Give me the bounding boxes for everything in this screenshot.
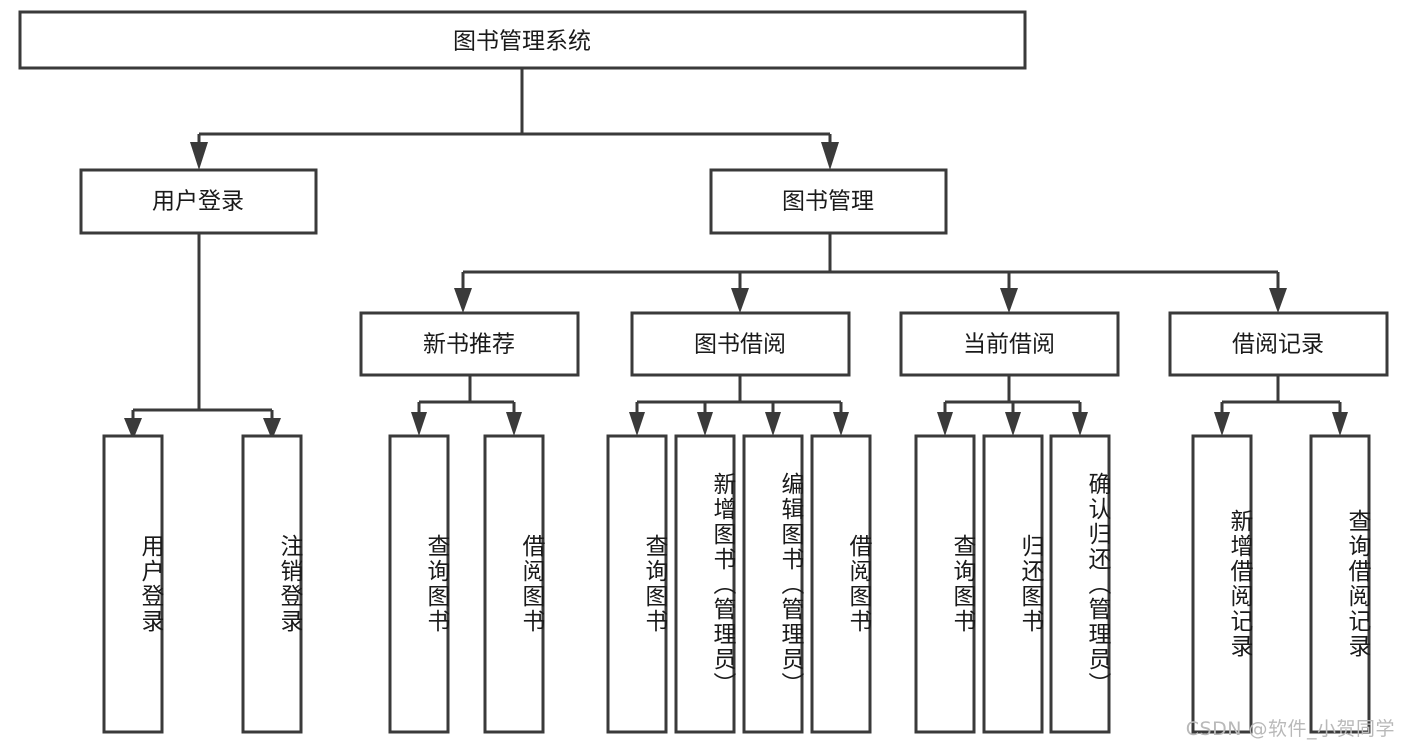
leaf-label-user-login-2: 注销登录 <box>276 534 302 634</box>
arrowheads-group <box>124 142 1348 440</box>
leaf-box-current-borrow-1[interactable] <box>914 434 976 734</box>
nodes-group: 图书管理系统 用户登录 图书管理 新书推荐 图书借阅 当前借阅 借阅记录 <box>18 10 1389 734</box>
arrowhead-borrow-l1 <box>629 412 645 436</box>
arrowhead-userlogin-b1 <box>124 418 142 440</box>
node-new-book-box[interactable] <box>359 311 580 377</box>
arrowhead-current-l3 <box>1072 412 1088 436</box>
leaf-label-current-borrow-2: 归还图书 <box>1017 534 1043 634</box>
node-current-borrow-box[interactable] <box>899 311 1120 377</box>
leaf-box-new-book-1[interactable] <box>388 434 450 734</box>
leaf-box-current-borrow-3[interactable] <box>1049 434 1111 734</box>
leaf-label-book-borrow-2: 新增图书（管理员） <box>709 471 735 697</box>
node-book-borrow-box[interactable] <box>630 311 851 377</box>
arrowhead-newbook <box>454 288 472 313</box>
node-book-mgmt-box[interactable] <box>709 168 948 235</box>
leaf-box-borrow-record-2[interactable] <box>1309 434 1371 734</box>
leaf-label-book-borrow-4: 借阅图书 <box>845 534 871 634</box>
leaf-box-book-borrow-1[interactable] <box>606 434 668 734</box>
leaf-label-book-borrow-1: 查询图书 <box>641 534 667 634</box>
leaf-label-current-borrow-3: 确认归还（管理员） <box>1084 471 1110 697</box>
node-new-book-label: 新书推荐 <box>423 332 515 358</box>
arrowhead-borrow-l4 <box>833 412 849 436</box>
leaf-label-new-book-1: 查询图书 <box>423 534 449 634</box>
node-root-box[interactable] <box>18 10 1027 70</box>
node-user-login-label: 用户登录 <box>152 189 244 215</box>
node-book-mgmt-label: 图书管理 <box>782 189 874 215</box>
leaf-box-new-book-2[interactable] <box>483 434 545 734</box>
leaf-box-book-borrow-3[interactable] <box>742 434 804 734</box>
arrowhead-borrow-l3 <box>765 412 781 436</box>
node-borrow-record-box[interactable] <box>1168 311 1389 377</box>
arrowhead-record-l1 <box>1214 412 1230 436</box>
arrowhead-userlogin-b2 <box>263 418 281 440</box>
leaf-label-new-book-2: 借阅图书 <box>518 534 544 634</box>
arrowhead-borrowrecord <box>1269 288 1287 313</box>
leaf-label-current-borrow-1: 查询图书 <box>949 534 975 634</box>
node-root-label: 图书管理系统 <box>453 29 591 55</box>
arrowhead-newbook-l2 <box>506 412 522 436</box>
arrowhead-to-user-login <box>190 142 208 170</box>
arrowhead-current-l1 <box>937 412 953 436</box>
arrowhead-newbook-l1 <box>411 412 427 436</box>
leaf-box-user-login-2[interactable] <box>241 434 303 734</box>
arrowhead-borrow-l2 <box>697 412 713 436</box>
arrowhead-current-l2 <box>1005 412 1021 436</box>
leaf-box-current-borrow-2[interactable] <box>982 434 1044 734</box>
leaf-label-borrow-record-2: 查询借阅记录 <box>1344 509 1370 659</box>
node-borrow-record-label: 借阅记录 <box>1232 332 1324 358</box>
arrowhead-record-l2 <box>1332 412 1348 436</box>
arrowhead-currentborrow <box>1000 288 1018 313</box>
edges-group <box>131 68 1342 418</box>
leaf-box-book-borrow-2[interactable] <box>674 434 736 734</box>
arrowhead-to-book-mgmt <box>821 142 839 170</box>
node-user-login-box[interactable] <box>79 168 318 235</box>
leaf-label-borrow-record-1: 新增借阅记录 <box>1226 509 1252 659</box>
node-book-borrow-label: 图书借阅 <box>694 332 786 358</box>
leaf-box-user-login-1[interactable] <box>102 434 164 734</box>
leaf-label-user-login-1: 用户登录 <box>137 534 163 634</box>
leaf-box-book-borrow-4[interactable] <box>810 434 872 734</box>
leaf-label-book-borrow-3: 编辑图书（管理员） <box>777 471 803 697</box>
leaf-box-borrow-record-1[interactable] <box>1191 434 1253 734</box>
node-current-borrow-label: 当前借阅 <box>963 332 1055 358</box>
arrowhead-bookborrow <box>731 288 749 313</box>
